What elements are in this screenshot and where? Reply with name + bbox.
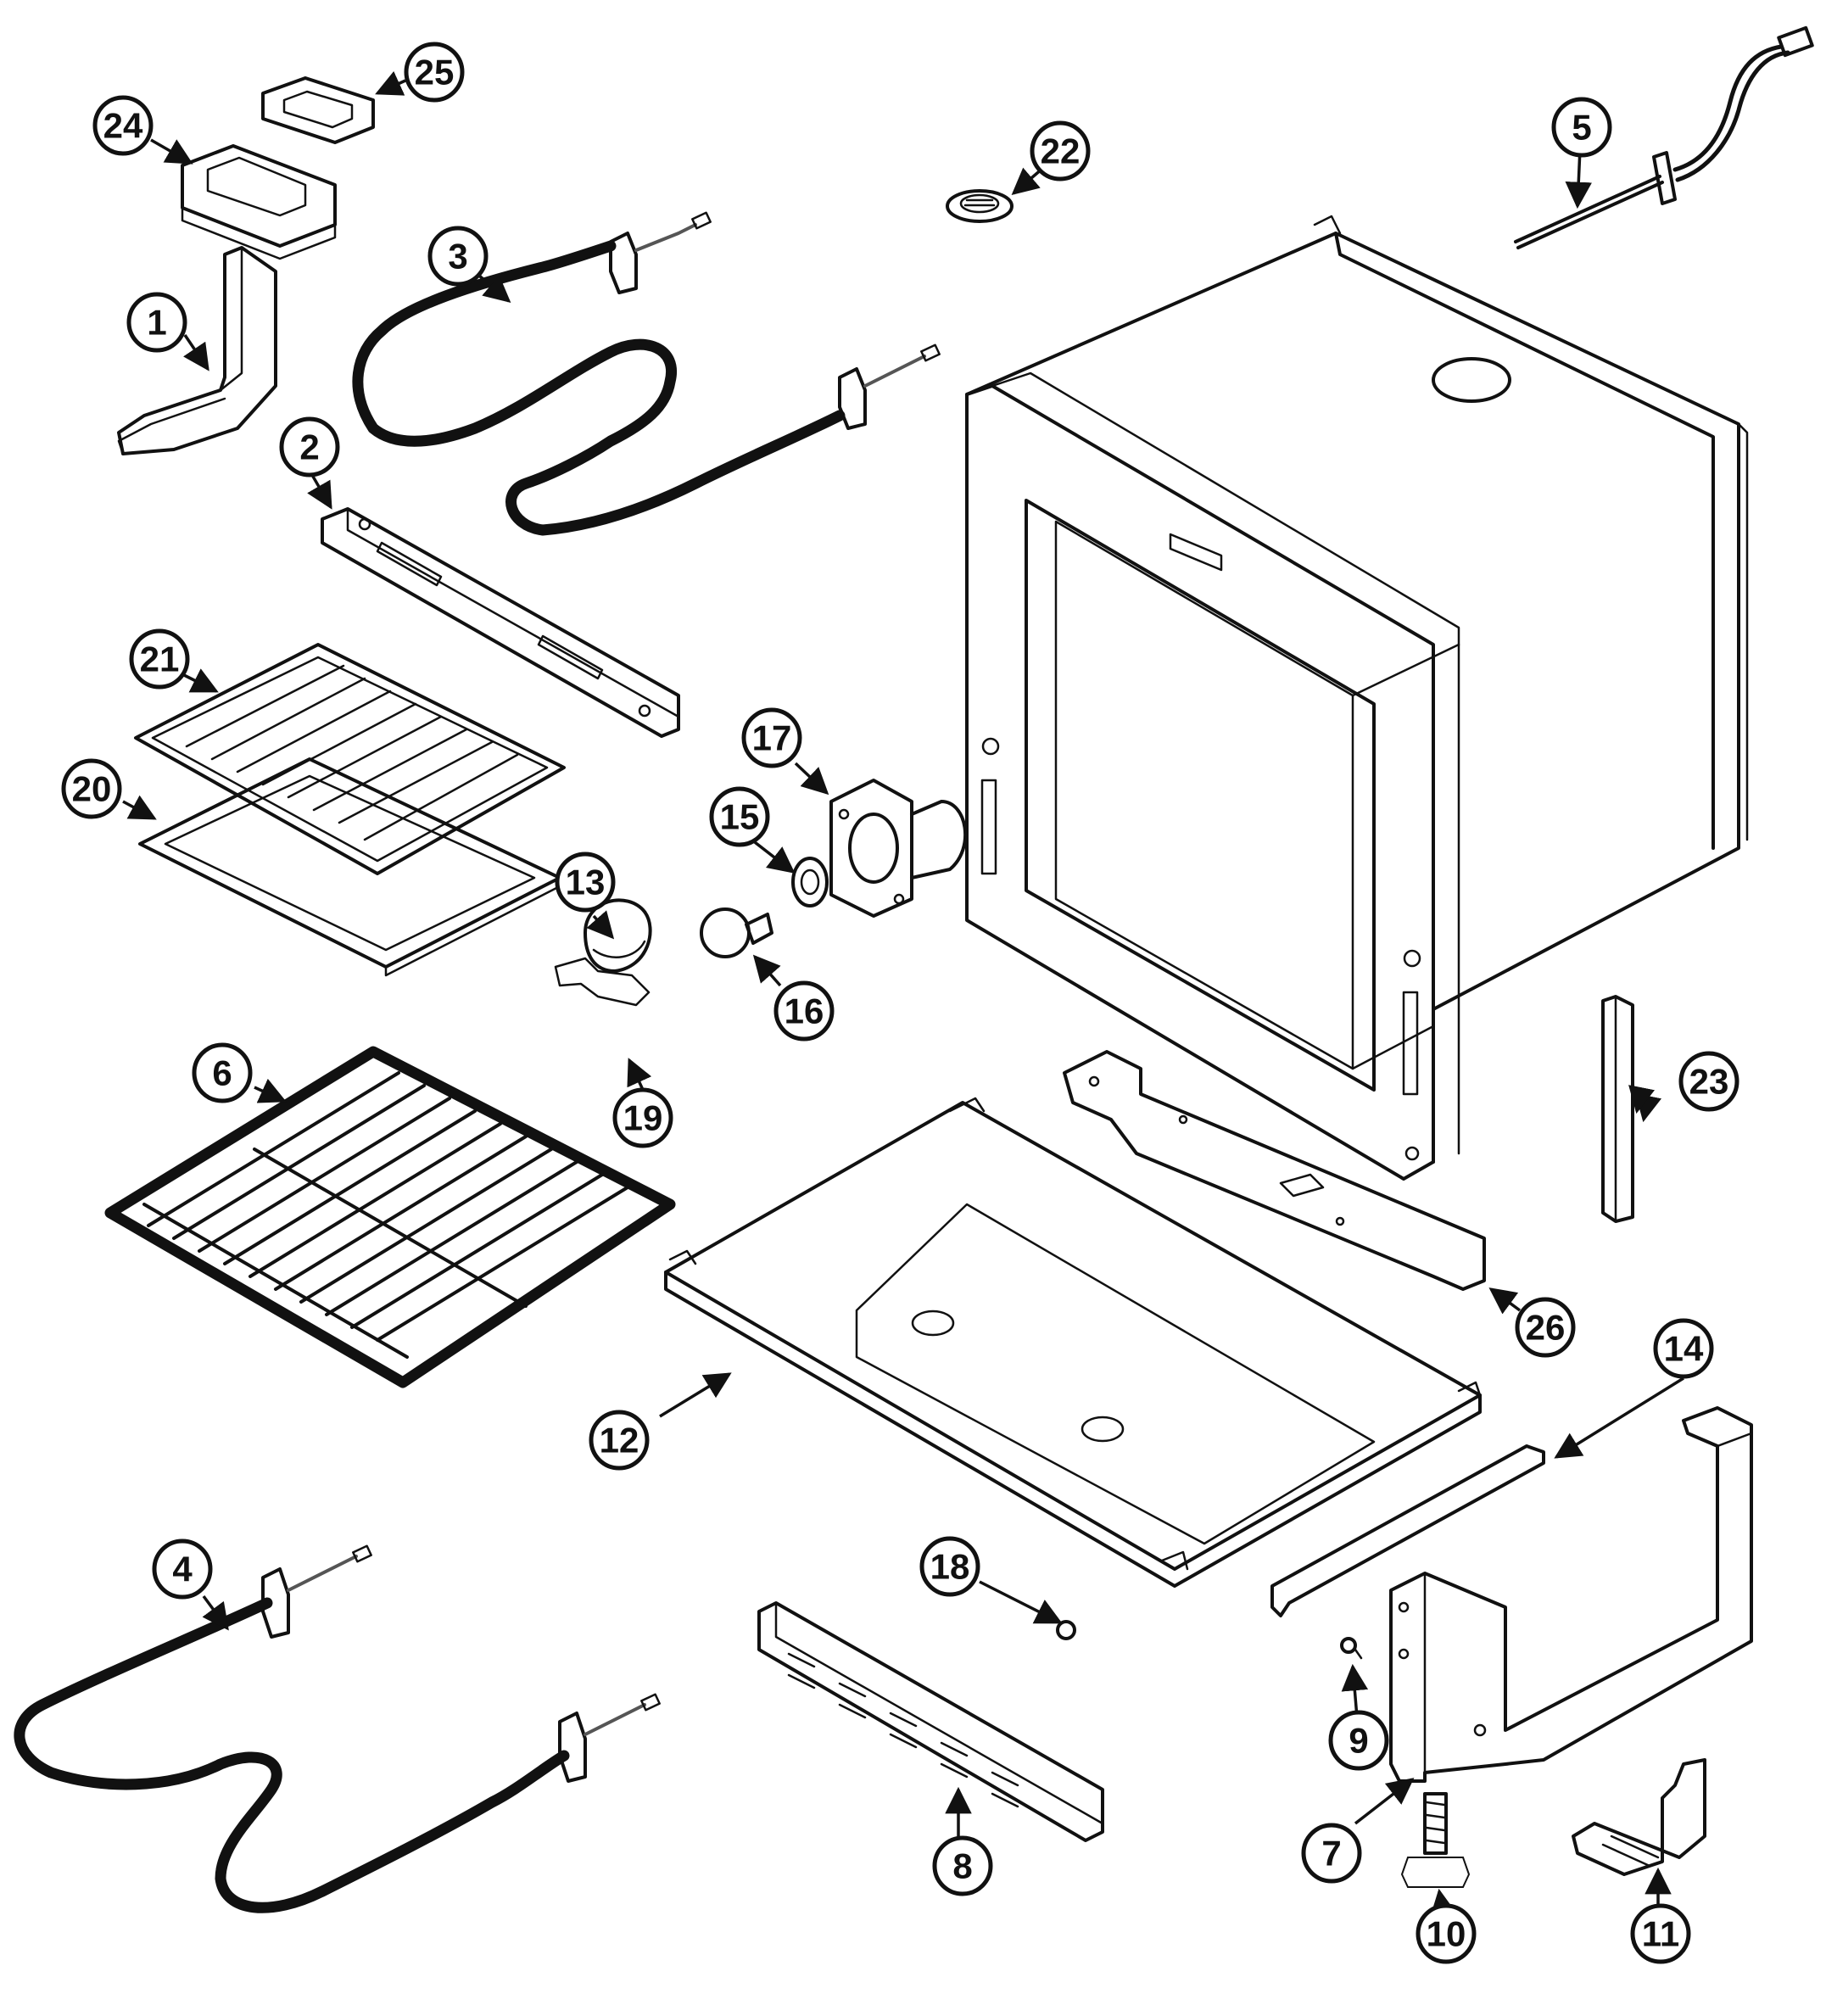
callout-17-label: 17 [752,718,792,758]
callout-6-label: 6 [212,1053,232,1093]
callout-21: 21 [129,628,190,690]
part-17-light-receptacle [829,779,968,918]
part-8-kick-panel [757,1601,1104,1842]
callout-22: 22 [1030,120,1091,181]
callout-12-label: 12 [600,1421,639,1460]
part-12-oven-bottom [664,1097,1482,1588]
callout-19-label: 19 [623,1098,663,1138]
callout-7: 7 [1301,1823,1362,1884]
callout-13: 13 [555,852,616,913]
callout-25: 25 [404,42,465,103]
callout-10-label: 10 [1427,1914,1466,1954]
callout-17: 17 [741,707,802,768]
callout-12: 12 [589,1410,650,1471]
part-25-gasket [261,76,375,144]
part-7-leveling-bracket [1389,1406,1753,1783]
callout-16-label: 16 [785,991,824,1031]
callout-14: 14 [1653,1318,1714,1379]
callout-26-label: 26 [1526,1308,1566,1348]
part-16-light-bulb [700,907,773,958]
callout-4-label: 4 [172,1550,193,1589]
callout-15-label: 15 [720,797,760,837]
part-19-lens-gasket [554,957,651,1007]
callout-18-label: 18 [930,1547,970,1587]
callout-2-label: 2 [299,427,319,467]
part-1-vent-duct [117,246,277,455]
callout-1-label: 1 [147,303,166,343]
part-5-temperature-sensor [1514,25,1814,249]
callout-15: 15 [709,786,770,847]
callout-24-label: 24 [103,106,143,146]
part-6-oven-rack [104,1046,676,1388]
callout-22-label: 22 [1041,131,1081,171]
part-2-rack-support [321,507,680,738]
callout-9-label: 9 [1349,1721,1368,1761]
part-21-broiler-grid [134,643,566,875]
callout-26: 26 [1515,1297,1576,1358]
callout-19: 19 [612,1087,673,1148]
callout-6: 6 [192,1042,253,1103]
callout-18: 18 [919,1536,980,1597]
part-22-hole-plug [946,189,1014,223]
callout-10: 10 [1416,1903,1477,1964]
callout-25-label: 25 [415,53,455,92]
part-9-screw [1340,1637,1363,1660]
callout-5-label: 5 [1572,108,1591,148]
callout-2: 2 [279,416,340,477]
callout-3-label: 3 [448,237,467,276]
leader-lines [122,70,1684,1918]
part-14-bottom-rail [1270,1444,1545,1617]
part-13-lens-cover [584,898,652,973]
callout-20-label: 20 [72,769,112,809]
part-23-channel-support [1601,995,1634,1223]
callout-9: 9 [1328,1710,1389,1771]
part-24-vent-frame [181,144,337,260]
part-18-nut [1056,1620,1076,1640]
callout-21-label: 21 [140,639,180,679]
callout-14-label: 14 [1664,1329,1704,1369]
callout-8: 8 [932,1835,993,1896]
callout-20: 20 [61,758,122,819]
oven-cavity [965,215,1749,1181]
callout-3: 3 [427,226,489,287]
part-3-broil-element [352,211,941,536]
callout-23-label: 23 [1689,1062,1729,1102]
part-10-leveling-leg [1400,1792,1471,1888]
part-26-rear-support [1063,1050,1486,1291]
part-11-anti-tip-bracket [1572,1758,1706,1876]
callout-11-label: 11 [1642,1914,1679,1954]
callout-13-label: 13 [566,863,606,902]
callout-8-label: 8 [952,1846,972,1886]
callout-11: 11 [1630,1903,1691,1964]
callout-24: 24 [92,95,154,156]
callout-4: 4 [152,1539,213,1600]
callout-5: 5 [1551,97,1612,158]
callout-16: 16 [773,980,835,1042]
callout-1: 1 [126,292,187,353]
part-15-socket-ring [791,857,829,907]
part-4-bake-element [14,1544,661,1913]
callout-23: 23 [1678,1051,1739,1112]
callout-7-label: 7 [1321,1834,1341,1874]
